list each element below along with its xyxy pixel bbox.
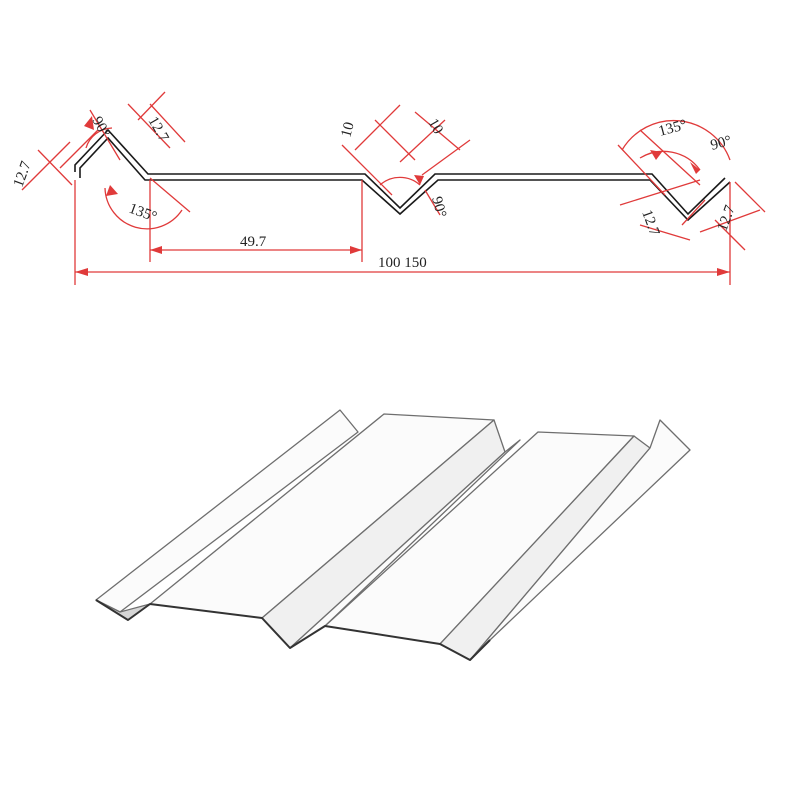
dim-left-angle-bottom: 135° [127,201,159,226]
dim-right-angle-b: 90° [709,133,733,154]
dimension-arrowheads [75,116,730,276]
dim-right-leg-end: 12.7 [715,203,739,234]
dim-overall-width: 100 150 [378,255,427,271]
dimension-lines [21,91,766,285]
dimension-labels: 12.7 90° 12.7 135° 10 10 90° 49.7 100 15… [11,114,739,271]
dim-middle-left: 10 [338,120,357,139]
dim-left-leg: 12.7 [11,159,35,190]
dim-middle-angle: 90° [428,195,449,219]
dim-flat-width: 49.7 [240,234,267,250]
dim-right-leg-bottom: 12.7 [638,208,662,239]
sheet-3d-illustration [95,409,691,661]
sheet-bottom-edge [95,599,491,661]
dim-right-angle-a: 135° [657,117,689,140]
profile-section-drawing: 12.7 90° 12.7 135° 10 10 90° 49.7 100 15… [11,91,766,285]
dim-left-leg-top: 12.7 [145,114,172,145]
dim-middle-right: 10 [425,116,446,137]
sheet-profile-line [74,128,731,222]
